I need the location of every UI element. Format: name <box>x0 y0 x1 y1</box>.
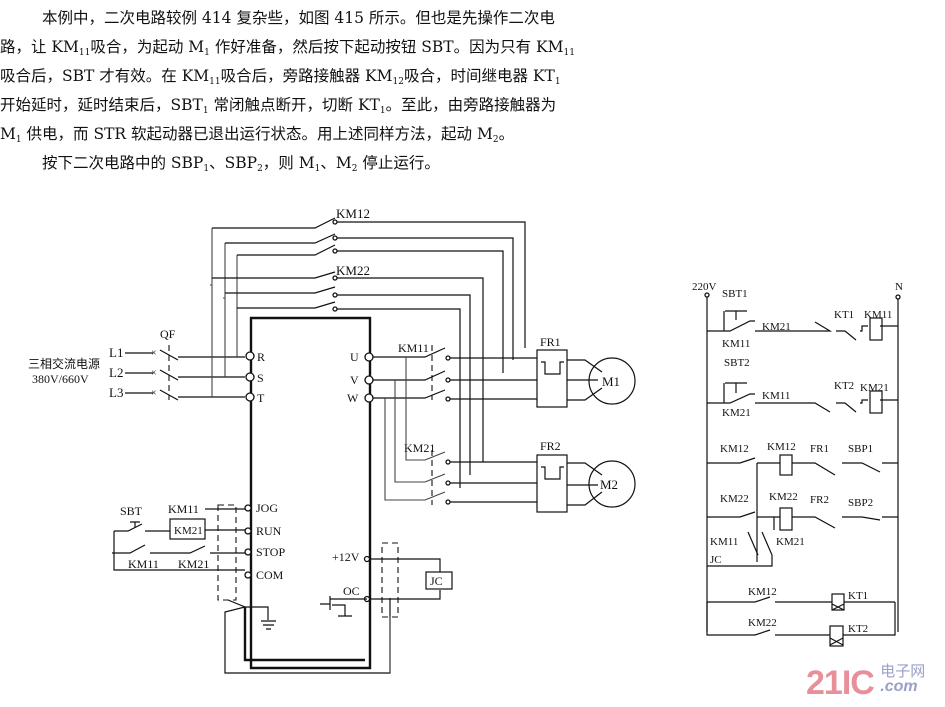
paragraph-1: 本例中，二次电路较例 414 复杂些，如图 415 所示。但也是先操作二次电 路… <box>0 4 700 178</box>
coil-km22 <box>779 507 793 531</box>
main-circuit: 三相交流电源 380V/660V L1 L2 L3 QF × × × KM12 … <box>28 206 636 674</box>
label-km12-bypass: KM12 <box>336 206 370 221</box>
breaker-qf: QF <box>160 327 176 341</box>
para1-line-1: 本例中，二次电路较例 414 复杂些，如图 415 所示。但也是先操作二次电 <box>42 9 555 27</box>
label-oc: OC <box>343 584 360 598</box>
label-km12-timer: KM12 <box>748 586 777 598</box>
soft-starter-box <box>249 316 372 670</box>
terminal-u <box>364 352 374 362</box>
coil-km12 <box>779 454 793 476</box>
secondary-circuit: 220V N SBT1 KM11 KM21 KT1 KM11 SBT2 KM21… <box>692 281 903 647</box>
label-v: V <box>350 373 359 387</box>
label-sbp1: SBP1 <box>848 443 873 455</box>
label-sbt1: SBT1 <box>722 288 748 300</box>
label-12v: +12V <box>332 550 360 564</box>
label-km11-coil: KM11 <box>168 502 199 516</box>
label-km21-hold: KM21 <box>722 407 751 419</box>
power-label: 三相交流电源 <box>28 356 100 371</box>
para1-line-2: 路，让 KM11吸合，为起动 M1 作好准备，然后按下起动按钮 SBT。因为只有… <box>0 38 575 58</box>
terminal-run: RUN <box>256 524 282 538</box>
label-sbt: SBT <box>120 504 143 518</box>
label-km11-hold: KM11 <box>722 338 750 350</box>
label-coil-km21: KM21 <box>860 382 889 394</box>
label-km21-run: KM21 <box>404 441 435 455</box>
label-km12-contact: KM12 <box>720 443 749 455</box>
coil-km21 <box>869 390 883 414</box>
terminal-t <box>245 392 255 402</box>
terminal-com: COM <box>256 568 284 582</box>
line-l2: L2 <box>109 365 123 380</box>
label-km21-interlock: KM21 <box>762 321 791 333</box>
label-km11-parallel: KM11 <box>710 536 738 548</box>
timer-kt2 <box>829 625 844 647</box>
label-jc-contact: JC <box>710 554 722 566</box>
label-fr2-contact: FR2 <box>810 494 829 506</box>
label-coil-km12: KM12 <box>767 441 796 453</box>
timer-kt1 <box>831 593 845 611</box>
label-sbp2: SBP2 <box>848 497 873 509</box>
terminal-w <box>364 393 374 403</box>
coil-km11 <box>869 317 883 341</box>
para1-line-4: 开始延时，延时结束后，SBT1 常闭触点断开，切断 KT1。至此，由旁路接触器为 <box>0 96 557 116</box>
terminal-s <box>245 372 255 382</box>
motor-m2 <box>588 460 636 508</box>
para1-line-3: 吸合后，SBT 才有效。在 KM11吸合后，旁路接触器 KM12吸合，时间继电器… <box>0 67 561 87</box>
label-km22-contact: KM22 <box>720 493 749 505</box>
label-km21-parallel: KM21 <box>776 536 805 548</box>
label-t: T <box>257 391 265 405</box>
terminal-jog: JOG <box>256 501 278 515</box>
label-km11-run: KM11 <box>398 341 429 355</box>
label-w: W <box>347 391 359 405</box>
svg-text:×: × <box>151 368 157 379</box>
label-coil-km11: KM11 <box>864 309 892 321</box>
label-sbt2: SBT2 <box>724 357 750 369</box>
svg-text:×: × <box>151 388 157 399</box>
label-m1: M1 <box>602 374 620 389</box>
label-km11-contact: KM11 <box>128 557 159 571</box>
label-220v: 220V <box>692 281 717 293</box>
label-timer-kt1: KT1 <box>848 590 868 602</box>
terminal-v <box>364 375 374 385</box>
power-voltage: 380V/660V <box>32 372 89 386</box>
label-fr1-contact: FR1 <box>810 443 829 455</box>
label-fr1: FR1 <box>540 335 561 349</box>
thermal-relay-fr1 <box>536 349 568 408</box>
label-km11-interlock: KM11 <box>762 390 790 402</box>
svg-text:×: × <box>151 348 157 359</box>
watermark-cn: 电子网 <box>880 663 926 680</box>
terminal-r <box>245 351 255 361</box>
motor-m1 <box>588 357 636 405</box>
label-u: U <box>350 350 359 364</box>
label-km22-bypass: KM22 <box>336 263 370 278</box>
para1-line-5: M1 供电，而 STR 软起动器已退出运行状态。用上述同样方法，起动 M2。 <box>0 125 515 145</box>
thermal-relay-fr2 <box>536 454 568 513</box>
label-n: N <box>895 281 903 293</box>
label-km22-timer: KM22 <box>748 617 777 629</box>
label-m2: M2 <box>600 477 618 492</box>
label-kt1: KT1 <box>834 309 854 321</box>
label-km21-contact: KM21 <box>178 557 209 571</box>
terminal-stop: STOP <box>256 545 285 559</box>
line-l1: L1 <box>109 345 123 360</box>
watermark: 21IC 电子网 .com <box>806 664 925 703</box>
label-s: S <box>257 371 264 385</box>
label-jc: JC <box>430 574 443 588</box>
label-timer-kt2: KT2 <box>848 623 868 635</box>
label-r: R <box>257 350 265 364</box>
line-l3: L3 <box>109 385 123 400</box>
para2-line-1: 按下二次电路中的 SBP1、SBP2，则 M1、M2 停止运行。 <box>42 154 440 174</box>
label-km21-coil: KM21 <box>174 525 203 537</box>
watermark-brand: 21IC <box>806 664 875 702</box>
label-kt2: KT2 <box>834 380 854 392</box>
watermark-dom: .com <box>880 678 918 695</box>
label-coil-km22: KM22 <box>769 491 798 503</box>
label-fr2: FR2 <box>540 439 561 453</box>
